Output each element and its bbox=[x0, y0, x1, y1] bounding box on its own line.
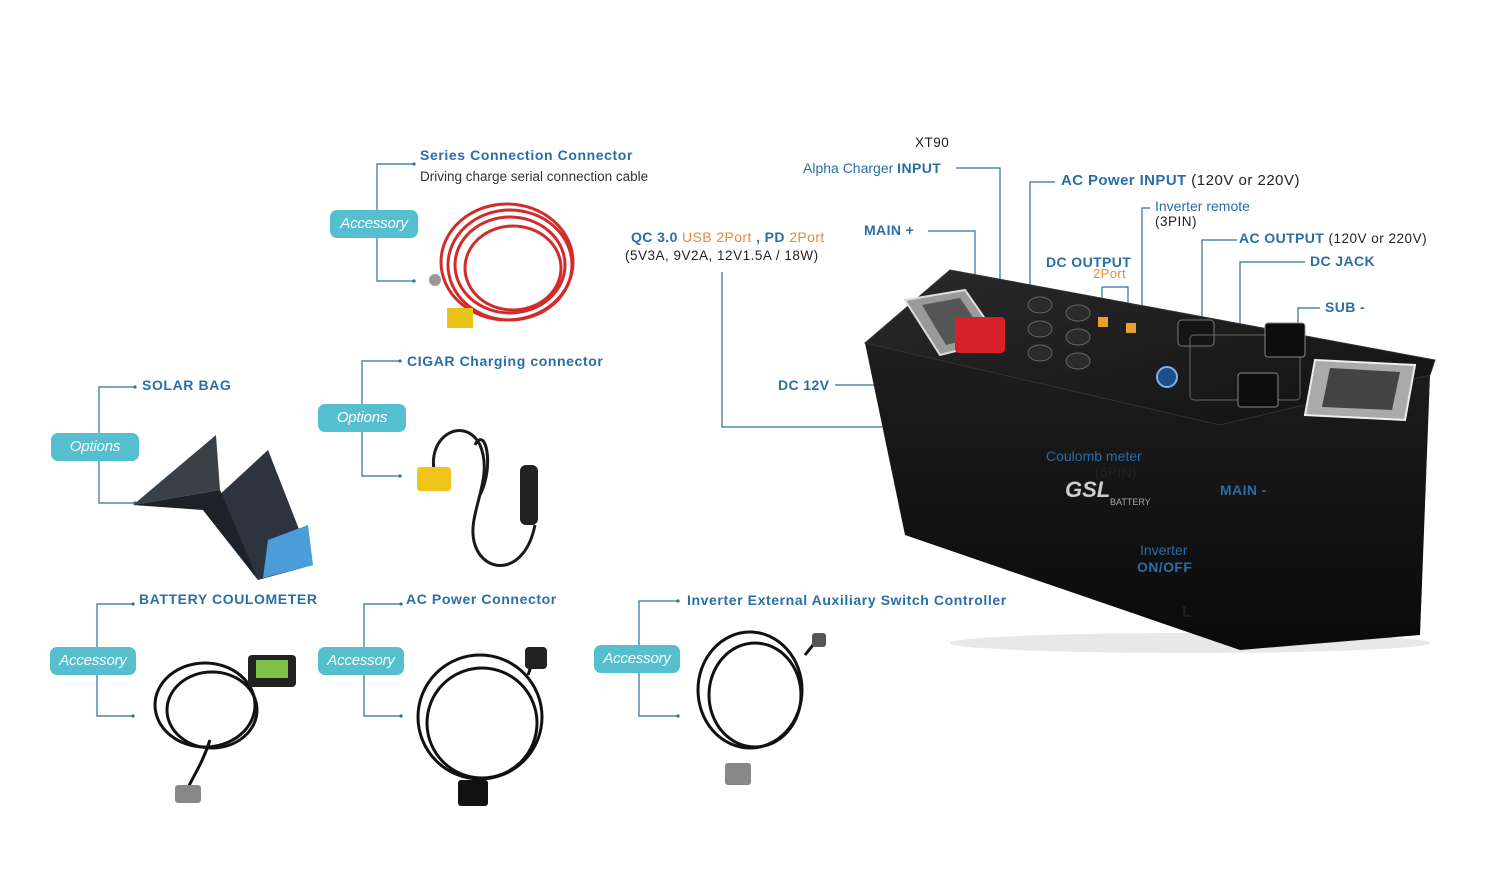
ac-connector-image bbox=[416, 647, 547, 806]
main-minus-label: MAIN - bbox=[1220, 482, 1267, 498]
brand-suffix: BATTERY bbox=[1110, 497, 1151, 507]
solar-badge: Options bbox=[51, 433, 139, 461]
inverter-switch-title: Inverter External Auxiliary Switch Contr… bbox=[687, 592, 1007, 608]
sub-minus-label: SUB - bbox=[1325, 299, 1366, 315]
solar-bag-image bbox=[133, 435, 313, 580]
ac-output-label: AC OUTPUT (120V or 220V) bbox=[1239, 230, 1428, 246]
inverter-switch-icon bbox=[1156, 366, 1178, 388]
cigar-badge: Options bbox=[318, 404, 406, 432]
inverter-remote-label: Inverter remote bbox=[1155, 198, 1250, 214]
ac-connector-title: AC Power Connector bbox=[406, 591, 557, 607]
ac-connector-badge: Accessory bbox=[318, 647, 404, 675]
inverter-remote-pin: (3PIN) bbox=[1155, 214, 1198, 229]
size-letter: L bbox=[1182, 604, 1192, 621]
xt90-label: XT90 bbox=[915, 135, 950, 150]
coulometer-badge: Accessory bbox=[50, 647, 136, 675]
coulometer-title: BATTERY COULOMETER bbox=[139, 591, 318, 607]
series-cable-image bbox=[429, 202, 575, 328]
brand-logo: GSL bbox=[1065, 477, 1110, 502]
coulomb-label: Coulomb meter bbox=[1046, 448, 1142, 464]
battery-image: GSL BATTERY bbox=[863, 269, 1436, 653]
inverter-label: Inverter bbox=[1140, 542, 1188, 558]
qc-specs: (5V3A, 9V2A, 12V1.5A / 18W) bbox=[625, 248, 819, 263]
series-subtitle: Driving charge serial connection cable bbox=[420, 169, 649, 184]
xt90-connector-icon bbox=[955, 317, 1005, 353]
onoff-label: ON/OFF bbox=[1137, 559, 1193, 575]
alpha-charger-label: Alpha Charger INPUT bbox=[803, 160, 942, 176]
qc-label: QC 3.0 USB 2Port , PD 2Port bbox=[631, 229, 825, 245]
main-plus-label: MAIN + bbox=[864, 222, 915, 238]
solar-title: SOLAR BAG bbox=[142, 377, 232, 393]
dc-output-ports: 2Port bbox=[1093, 266, 1127, 281]
series-title: Series Connection Connector bbox=[420, 147, 634, 163]
series-badge: Accessory bbox=[330, 210, 418, 238]
ac-input-label: AC Power INPUT (120V or 220V) bbox=[1061, 172, 1301, 189]
dc-jack-label: DC JACK bbox=[1310, 253, 1376, 269]
cigar-title: CIGAR Charging connector bbox=[407, 353, 604, 369]
coulomb-pin: (5PIN) bbox=[1095, 465, 1138, 480]
dc-output-label: DC OUTPUT bbox=[1046, 254, 1132, 270]
coulometer-image bbox=[153, 655, 296, 803]
cigar-connector-image bbox=[417, 429, 538, 567]
inverter-switch-badge: Accessory bbox=[594, 645, 680, 673]
inverter-switch-image bbox=[696, 630, 826, 785]
dc12v-label: DC 12V bbox=[778, 377, 830, 393]
right-handle-icon bbox=[1303, 358, 1417, 422]
